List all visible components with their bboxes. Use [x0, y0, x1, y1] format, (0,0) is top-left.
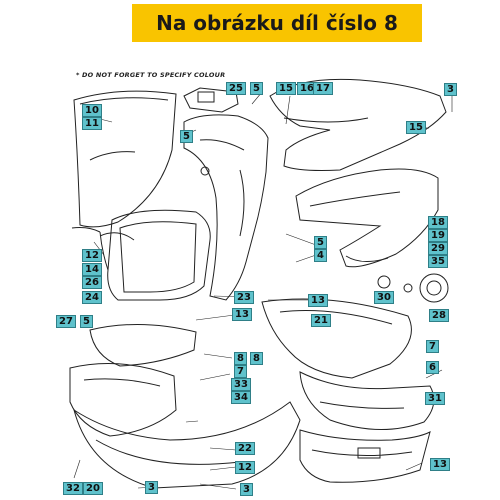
callout-12: 12 — [235, 461, 255, 474]
floorboard-part — [261, 298, 435, 430]
callout-23: 23 — [234, 291, 254, 304]
colour-note: * DO NOT FORGET TO SPECIFY COLOUR — [76, 71, 226, 79]
callout-13: 13 — [232, 308, 252, 321]
callout-18: 18 — [428, 216, 448, 229]
front-fender-part — [69, 323, 197, 437]
callout-13: 13 — [430, 458, 450, 471]
callout-3: 3 — [240, 483, 253, 496]
cable-parts — [71, 227, 135, 271]
callout-20: 20 — [83, 482, 103, 495]
callout-28: 28 — [429, 309, 449, 322]
callout-30: 30 — [374, 291, 394, 304]
callout-8: 8 — [250, 352, 263, 365]
callout-4: 4 — [314, 249, 327, 262]
rear-lower-panel-part — [299, 429, 431, 483]
callout-3: 3 — [145, 481, 158, 494]
front-shield-part — [183, 114, 269, 301]
callout-5: 5 — [314, 236, 327, 249]
callout-5: 5 — [180, 130, 193, 143]
callout-16: 16 — [297, 82, 317, 95]
callout-32: 32 — [63, 482, 83, 495]
callout-14: 14 — [82, 263, 102, 276]
callout-5: 5 — [250, 82, 263, 95]
callout-12: 12 — [82, 249, 102, 262]
callout-17: 17 — [313, 82, 333, 95]
callout-7: 7 — [234, 365, 247, 378]
callout-6: 6 — [426, 361, 439, 374]
callout-25: 25 — [226, 82, 246, 95]
handlebar-cover-part — [183, 87, 239, 113]
callout-5: 5 — [80, 315, 93, 328]
callout-21: 21 — [311, 314, 331, 327]
leader-lines — [73, 91, 453, 490]
callout-15: 15 — [406, 121, 426, 134]
callout-27: 27 — [56, 315, 76, 328]
glovebox-frame-part — [107, 209, 211, 301]
callout-24: 24 — [82, 291, 102, 304]
callout-7: 7 — [426, 340, 439, 353]
callout-13: 13 — [308, 294, 328, 307]
windscreen-part — [73, 90, 177, 228]
callout-33: 33 — [231, 378, 251, 391]
callout-22: 22 — [235, 442, 255, 455]
callout-31: 31 — [425, 392, 445, 405]
callout-8: 8 — [234, 352, 247, 365]
callout-3: 3 — [444, 83, 457, 96]
title-banner: Na obrázku díl číslo 8 — [132, 4, 422, 42]
callout-35: 35 — [428, 255, 448, 268]
callout-19: 19 — [428, 229, 448, 242]
side-panel-part — [269, 78, 447, 171]
callout-11: 11 — [82, 117, 102, 130]
badge-part — [403, 273, 449, 303]
callout-26: 26 — [82, 276, 102, 289]
lower-shield-part — [73, 401, 301, 489]
rear-body-part — [295, 168, 439, 268]
callout-10: 10 — [82, 104, 102, 117]
fastener-part — [377, 275, 391, 289]
callout-15: 15 — [276, 82, 296, 95]
callout-29: 29 — [428, 242, 448, 255]
callout-34: 34 — [231, 391, 251, 404]
page-title: Na obrázku díl číslo 8 — [156, 11, 398, 35]
